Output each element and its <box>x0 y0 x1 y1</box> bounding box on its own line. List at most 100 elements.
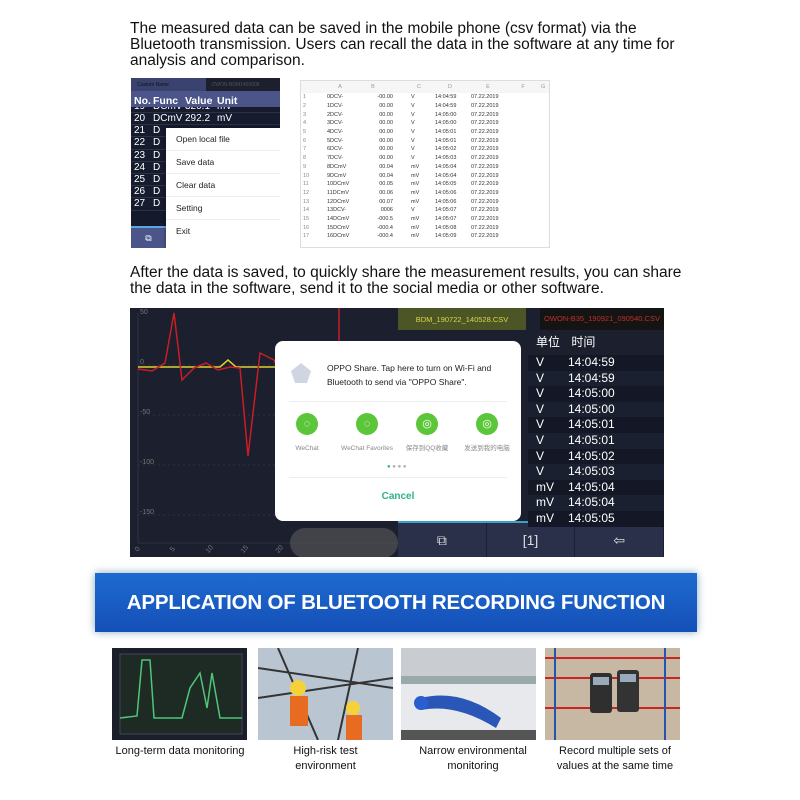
cell: 1DCV- <box>327 103 344 110</box>
cell: V <box>536 386 545 401</box>
column-header: A <box>338 84 342 90</box>
cell: mV <box>411 172 420 179</box>
share-wechat-favorites[interactable]: ◌WeChat Favorites <box>337 413 397 453</box>
menu-exit[interactable]: Exit <box>176 226 191 236</box>
cell: mV <box>217 113 232 125</box>
cell: 3 <box>303 111 307 118</box>
column-header: C <box>417 84 421 90</box>
cell: 00.04 <box>379 163 393 170</box>
y-tick-label: -50 <box>140 409 151 416</box>
menu-open-local-file[interactable]: Open local file <box>166 128 280 151</box>
cell: D <box>153 174 161 186</box>
cell: V <box>536 464 545 479</box>
menu-save-data[interactable]: Save data <box>166 151 280 174</box>
share-to-my-computer[interactable]: ◎发送到我的电脑 <box>457 413 517 453</box>
file-tab-owon[interactable]: OWON-B35_190921_090540.CSV <box>540 308 664 330</box>
app-label: 保存到QQ收藏 <box>405 445 449 452</box>
column-header: E <box>486 84 490 90</box>
share-message[interactable]: OPPO Share. Tap here to turn on Wi-Fi an… <box>327 363 492 387</box>
single-window-icon[interactable]: [1] <box>486 523 576 557</box>
cell: 27 <box>134 198 146 210</box>
cell: V <box>536 355 545 369</box>
y-tick-label: 50 <box>140 309 148 316</box>
col-func: Func <box>153 95 179 107</box>
cell: mV <box>411 181 420 188</box>
copy-icon[interactable]: ⧉ <box>131 226 166 248</box>
cell: 00.00 <box>379 103 393 110</box>
cell: 00.04 <box>379 172 393 179</box>
cell: D <box>153 161 161 173</box>
cell: mV <box>536 511 554 525</box>
menu-setting[interactable]: Setting <box>166 197 280 220</box>
cell: 14:05:04 <box>435 172 457 179</box>
cell: 07.22.2019 <box>471 137 499 144</box>
cell: V <box>536 448 545 463</box>
cell: 14:05:04 <box>568 495 615 510</box>
app-label: WeChat <box>295 445 319 452</box>
cell: 10DCmV <box>327 181 350 188</box>
share-dialog: OPPO Share. Tap here to turn on Wi-Fi an… <box>275 341 521 521</box>
cell: 07.22.2019 <box>471 207 499 214</box>
cell: 8DCmV <box>327 163 347 170</box>
cell: 00.05 <box>379 181 393 188</box>
exit-icon[interactable]: ⇦ <box>575 523 664 557</box>
share-qq-favorites[interactable]: ◎保存到QQ收藏 <box>397 413 457 453</box>
menu-clear-data[interactable]: Clear data <box>166 174 280 197</box>
file-tab-bdm[interactable]: BDM_190722_140528.CSV <box>398 308 526 330</box>
cell: 14:05:06 <box>435 189 457 196</box>
cell: V <box>411 155 415 162</box>
cell: 6DCV- <box>327 146 344 153</box>
cell: 07.22.2019 <box>471 189 499 196</box>
cell: V <box>411 103 415 110</box>
cell: D <box>153 198 161 210</box>
banner-title: APPLICATION OF BLUETOOTH RECORDING FUNCT… <box>126 591 666 614</box>
cell: 07.22.2019 <box>471 146 499 153</box>
cell: V <box>411 129 415 136</box>
cell: 19 <box>134 107 153 112</box>
col-time: 时间 <box>571 335 596 349</box>
monitoring-chart-photo <box>112 648 247 740</box>
cancel-button[interactable]: Cancel <box>381 491 415 502</box>
cell: 11 <box>303 181 309 188</box>
cell: 2 <box>303 103 307 110</box>
cell: 14:04:59 <box>568 370 615 385</box>
caption-multiple-sets: Record multiple sets of values at the sa… <box>556 745 674 772</box>
cell: 5DCV- <box>327 137 344 144</box>
cell: 16DCmV <box>327 233 350 240</box>
table-header: 单位 时间 <box>528 333 595 350</box>
cell: V <box>411 111 415 118</box>
qq-icon: ◎ <box>476 413 498 435</box>
cell: 13 <box>303 198 310 205</box>
cell: 8 <box>303 155 307 162</box>
cell: V <box>411 146 415 153</box>
cell: DCmV <box>153 113 183 125</box>
cell: V <box>411 207 415 214</box>
cell: -000.5 <box>377 215 393 222</box>
cell: V <box>536 433 545 447</box>
cell: D <box>153 137 161 149</box>
share-wechat[interactable]: ◌WeChat <box>277 413 337 453</box>
device-name: OWON BDM1450008 <box>205 78 280 91</box>
cell: mV <box>411 189 420 196</box>
col-no: No. <box>134 95 151 107</box>
cell: 14:05:05 <box>435 181 457 188</box>
cell: 14:05:06 <box>435 198 457 205</box>
cell: mV <box>411 224 420 231</box>
cell: 26 <box>134 186 146 198</box>
column-header: D <box>448 84 452 90</box>
cell: V <box>536 370 545 385</box>
cell: DCmV <box>153 107 185 112</box>
nav-pill[interactable] <box>290 528 398 557</box>
cell: 14:05:07 <box>435 215 457 222</box>
app-label: WeChat Favorites <box>341 445 393 452</box>
cell: 9DCmV <box>327 172 347 179</box>
cell: 7DCV- <box>327 155 344 162</box>
multi-window-icon[interactable]: ⧉ <box>398 523 487 557</box>
cell: 14:05:00 <box>568 401 615 416</box>
